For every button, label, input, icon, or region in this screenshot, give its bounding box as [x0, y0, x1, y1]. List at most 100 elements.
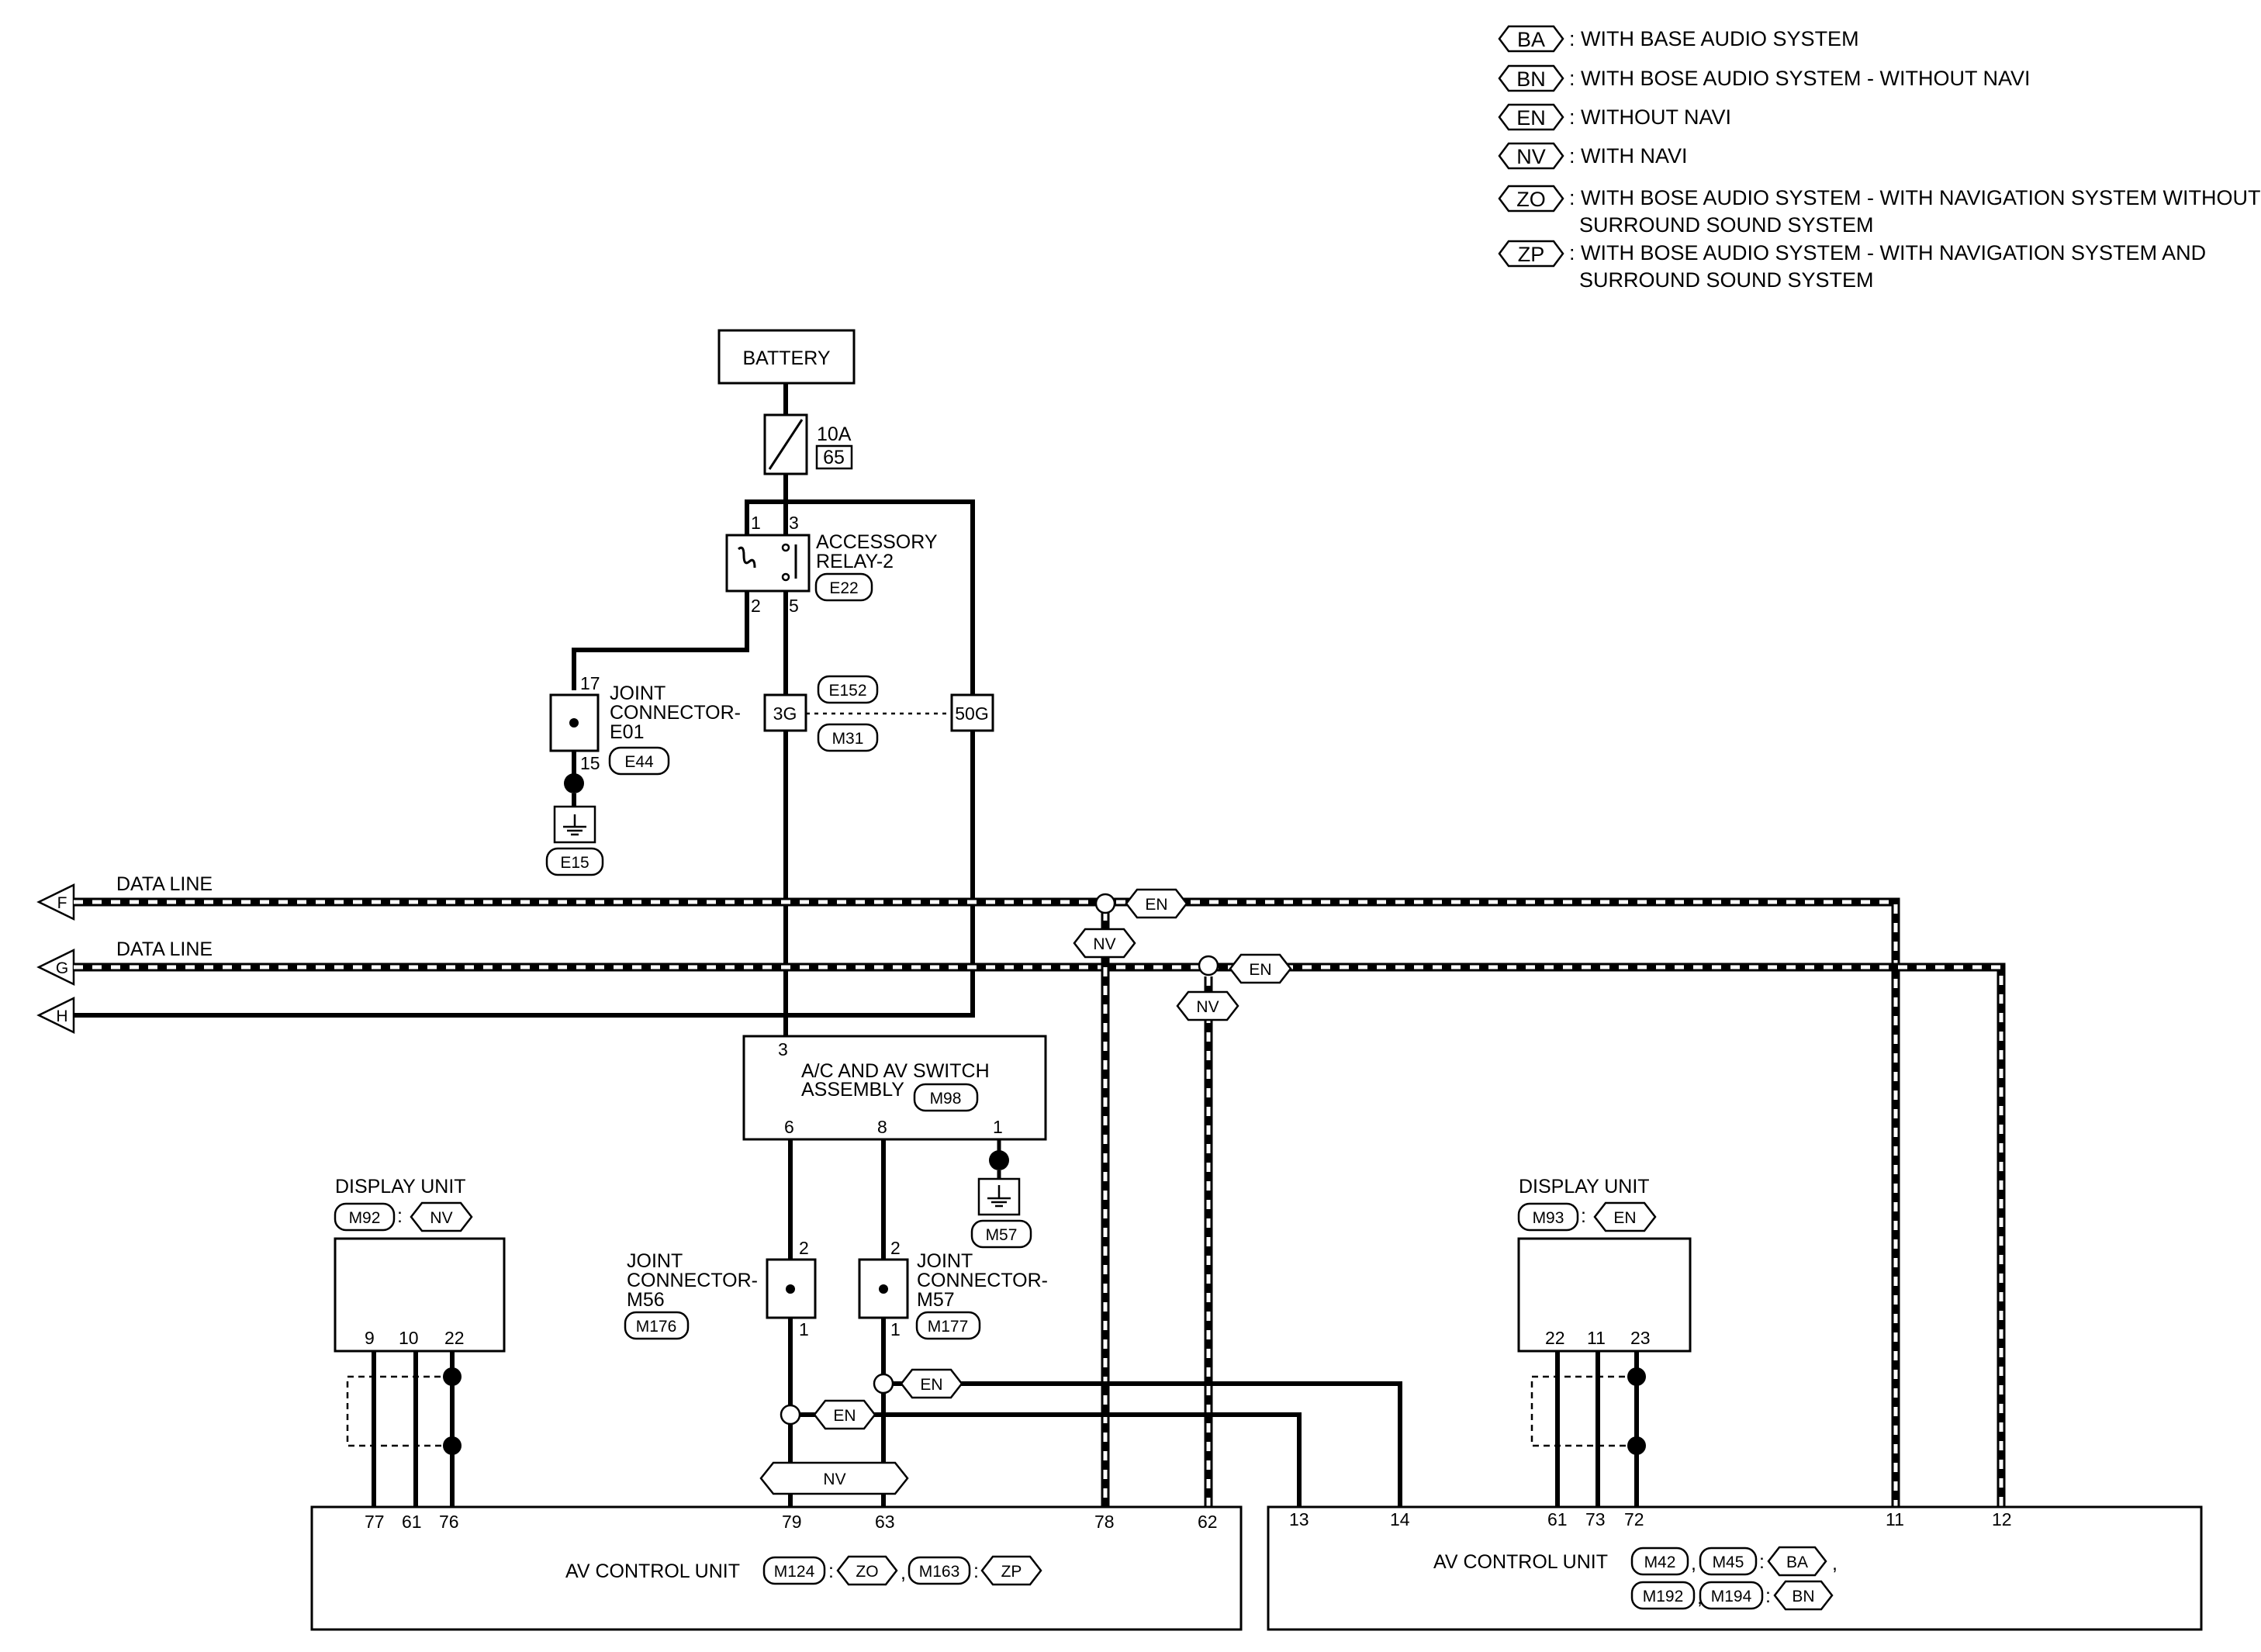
- av-variant: ZO: [856, 1563, 878, 1581]
- line-letter: H: [56, 1007, 67, 1025]
- battery: BATTERY: [717, 329, 856, 385]
- legend-code: BA: [1517, 28, 1545, 51]
- line-letter: G: [56, 959, 68, 977]
- joint-connector-m56: 2 1 JOINT CONNECTOR- M56 M176: [624, 1238, 817, 1340]
- relay-name: RELAY-2: [816, 551, 894, 572]
- joint-name: CONNECTOR-: [917, 1270, 1048, 1291]
- av-pin: 77: [365, 1512, 385, 1532]
- harness-connector: 3G 50G E152 M31: [763, 675, 994, 752]
- switch-pin: 6: [784, 1117, 794, 1137]
- joint-name: E01: [610, 721, 644, 743]
- av-pin: 73: [1585, 1509, 1606, 1529]
- av-sep: :: [973, 1560, 979, 1582]
- relay-pin: 3: [789, 513, 799, 533]
- av-pin: 61: [1547, 1509, 1568, 1529]
- legend: BA : WITH BASE AUDIO SYSTEM BN : WITH BO…: [1498, 25, 2261, 292]
- display-pin: 10: [399, 1328, 419, 1348]
- display-connector: M92: [349, 1209, 381, 1227]
- av-connector: M192: [1643, 1588, 1684, 1605]
- av-sep: :: [1765, 1585, 1771, 1607]
- legend-item-ba: BA : WITH BASE AUDIO SYSTEM: [1498, 25, 1859, 53]
- joint-connector-id: M177: [928, 1318, 969, 1336]
- display-title: DISPLAY UNIT: [1519, 1176, 1650, 1198]
- av-pin: 78: [1094, 1512, 1115, 1532]
- legend-text: : WITH BOSE AUDIO SYSTEM - WITH NAVIGATI…: [1569, 186, 2261, 209]
- av-variant: BA: [1786, 1554, 1808, 1571]
- joint-connector-id: M176: [636, 1318, 677, 1336]
- display-unit-right: DISPLAY UNIT M93 : EN 22 11 23: [1517, 1176, 1692, 1353]
- legend-item-en: EN : WITHOUT NAVI: [1498, 103, 1731, 131]
- harness-pin: 50G: [955, 703, 988, 724]
- legend-text: : WITH NAVI: [1569, 144, 1688, 168]
- accessory-relay: 1 3 2 5 ACCESSORY RELAY-2 E22: [725, 513, 938, 616]
- joint-connector-m57: 2 1 JOINT CONNECTOR- M57 M177: [858, 1238, 1048, 1340]
- coil-icon: [738, 546, 756, 569]
- joint-connector-e01: 17 15 JOINT CONNECTOR- E01 E44: [549, 673, 741, 776]
- display-pin: 11: [1587, 1328, 1606, 1348]
- av-title: AV CONTROL UNIT: [1433, 1551, 1608, 1573]
- av-sep: :: [828, 1560, 834, 1582]
- legend-text: : WITHOUT NAVI: [1569, 105, 1731, 129]
- harness-pin: 3G: [773, 703, 797, 724]
- legend-item-nv: NV : WITH NAVI: [1498, 142, 1688, 170]
- line-letter: F: [57, 894, 67, 912]
- legend-text-line2: SURROUND SOUND SYSTEM: [1579, 213, 1874, 237]
- display-pin: 23: [1630, 1328, 1651, 1348]
- tag-nv: NV: [1093, 935, 1115, 953]
- joint-name: JOINT: [917, 1250, 973, 1272]
- switch-pin: 1: [993, 1117, 1003, 1137]
- joint-pin: 15: [580, 753, 600, 773]
- tag-en: EN: [920, 1376, 942, 1394]
- tag-en: EN: [1249, 961, 1271, 979]
- relay-pin: 2: [751, 596, 761, 616]
- av-comma: ,: [1832, 1553, 1837, 1574]
- data-line-label: DATA LINE: [116, 873, 213, 895]
- display-right-wires: [1530, 1351, 1639, 1509]
- av-connector: M194: [1711, 1588, 1752, 1605]
- display-pin: 9: [365, 1328, 375, 1348]
- legend-code: ZP: [1518, 243, 1545, 266]
- display-title: DISPLAY UNIT: [335, 1176, 466, 1198]
- ground-connector: E15: [560, 854, 589, 872]
- joint-name: CONNECTOR-: [610, 702, 741, 724]
- tag-nv: NV: [1196, 998, 1219, 1016]
- relay-name: ACCESSORY: [816, 531, 938, 553]
- joint-name: M57: [917, 1289, 955, 1311]
- switch-pin: 3: [778, 1039, 788, 1059]
- joint-name: JOINT: [610, 683, 666, 704]
- joint-name: JOINT: [627, 1250, 683, 1272]
- av-title: AV CONTROL UNIT: [565, 1560, 740, 1582]
- tag-en: EN: [1145, 896, 1167, 914]
- data-line-splices: EN NV EN NV: [1073, 888, 1292, 1021]
- joint-pin: 17: [580, 673, 600, 693]
- av-connector: M42: [1644, 1554, 1676, 1571]
- joint-connector-id: E44: [624, 753, 654, 771]
- tag-nv: NV: [823, 1471, 845, 1488]
- av-pin: 13: [1289, 1509, 1309, 1529]
- av-pin: 63: [875, 1512, 895, 1532]
- av-pin: 62: [1198, 1512, 1218, 1532]
- switch-name: A/C AND AV SWITCH: [801, 1060, 990, 1082]
- switch-splices: EN EN NV: [759, 1368, 963, 1495]
- av-comma: ,: [1691, 1553, 1696, 1574]
- legend-item-zo: ZO : WITH BOSE AUDIO SYSTEM - WITH NAVIG…: [1498, 185, 2261, 237]
- ground-connector: M57: [986, 1226, 1018, 1244]
- joint-pin: 2: [890, 1238, 901, 1258]
- av-pin: 14: [1390, 1509, 1410, 1529]
- fuse-rating: 10A: [817, 423, 852, 445]
- display-left-wires: [346, 1351, 455, 1509]
- relay-pin: 5: [789, 596, 799, 616]
- av-connector: M124: [774, 1563, 815, 1581]
- legend-code: NV: [1516, 145, 1546, 168]
- ac-av-switch-assembly: 3 A/C AND AV SWITCH ASSEMBLY M98 6 8 1: [742, 1035, 1047, 1141]
- joint-pin: 1: [890, 1319, 901, 1339]
- legend-item-zp: ZP : WITH BOSE AUDIO SYSTEM - WITH NAVIG…: [1498, 240, 2206, 292]
- joint-name: M56: [627, 1289, 665, 1311]
- power-wires: [70, 474, 975, 1036]
- line-arrows: F G H DATA LINE DATA LINE: [36, 873, 213, 1035]
- legend-item-bn: BN : WITH BOSE AUDIO SYSTEM - WITHOUT NA…: [1498, 64, 2031, 92]
- display-variant: NV: [430, 1209, 452, 1227]
- data-line-label: DATA LINE: [116, 938, 213, 960]
- display-pin: 22: [1545, 1328, 1565, 1348]
